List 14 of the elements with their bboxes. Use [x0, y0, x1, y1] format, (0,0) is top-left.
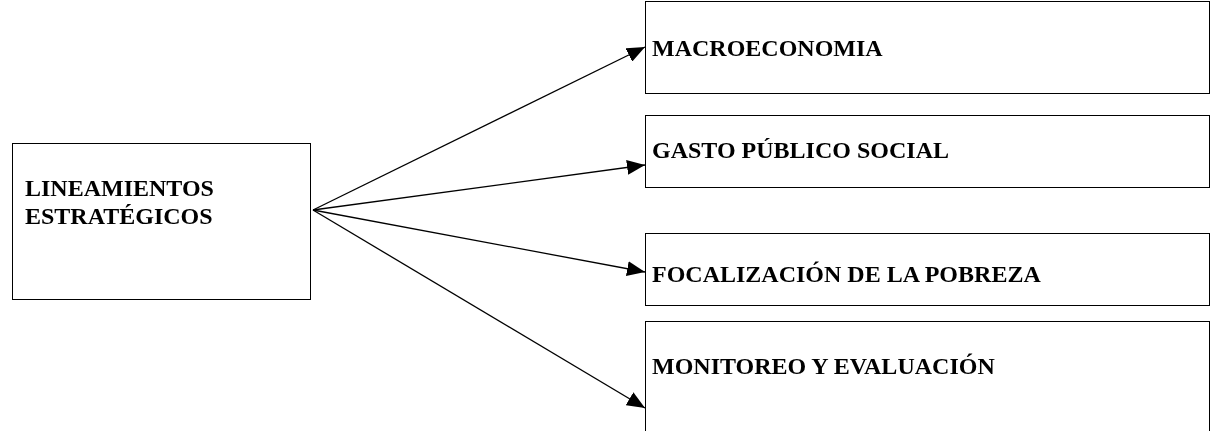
process-box: [645, 321, 1210, 431]
process-box: [645, 1, 1210, 94]
arrow: [312, 160, 646, 211]
box-label: MACROECONOMIA: [652, 34, 884, 62]
process-box: [645, 233, 1210, 306]
arrow: [312, 209, 646, 277]
process-box: [645, 115, 1210, 188]
box-label: LINEAMIENTOS ESTRATÉGICOS: [25, 174, 215, 230]
box-label: GASTO PÚBLICO SOCIAL: [652, 136, 950, 164]
arrow: [312, 209, 646, 409]
process-box: [12, 143, 311, 300]
box-label: MONITOREO Y EVALUACIÓN: [652, 352, 996, 380]
box-label: FOCALIZACIÓN DE LA POBREZA: [652, 260, 1042, 288]
arrow: [312, 46, 646, 211]
